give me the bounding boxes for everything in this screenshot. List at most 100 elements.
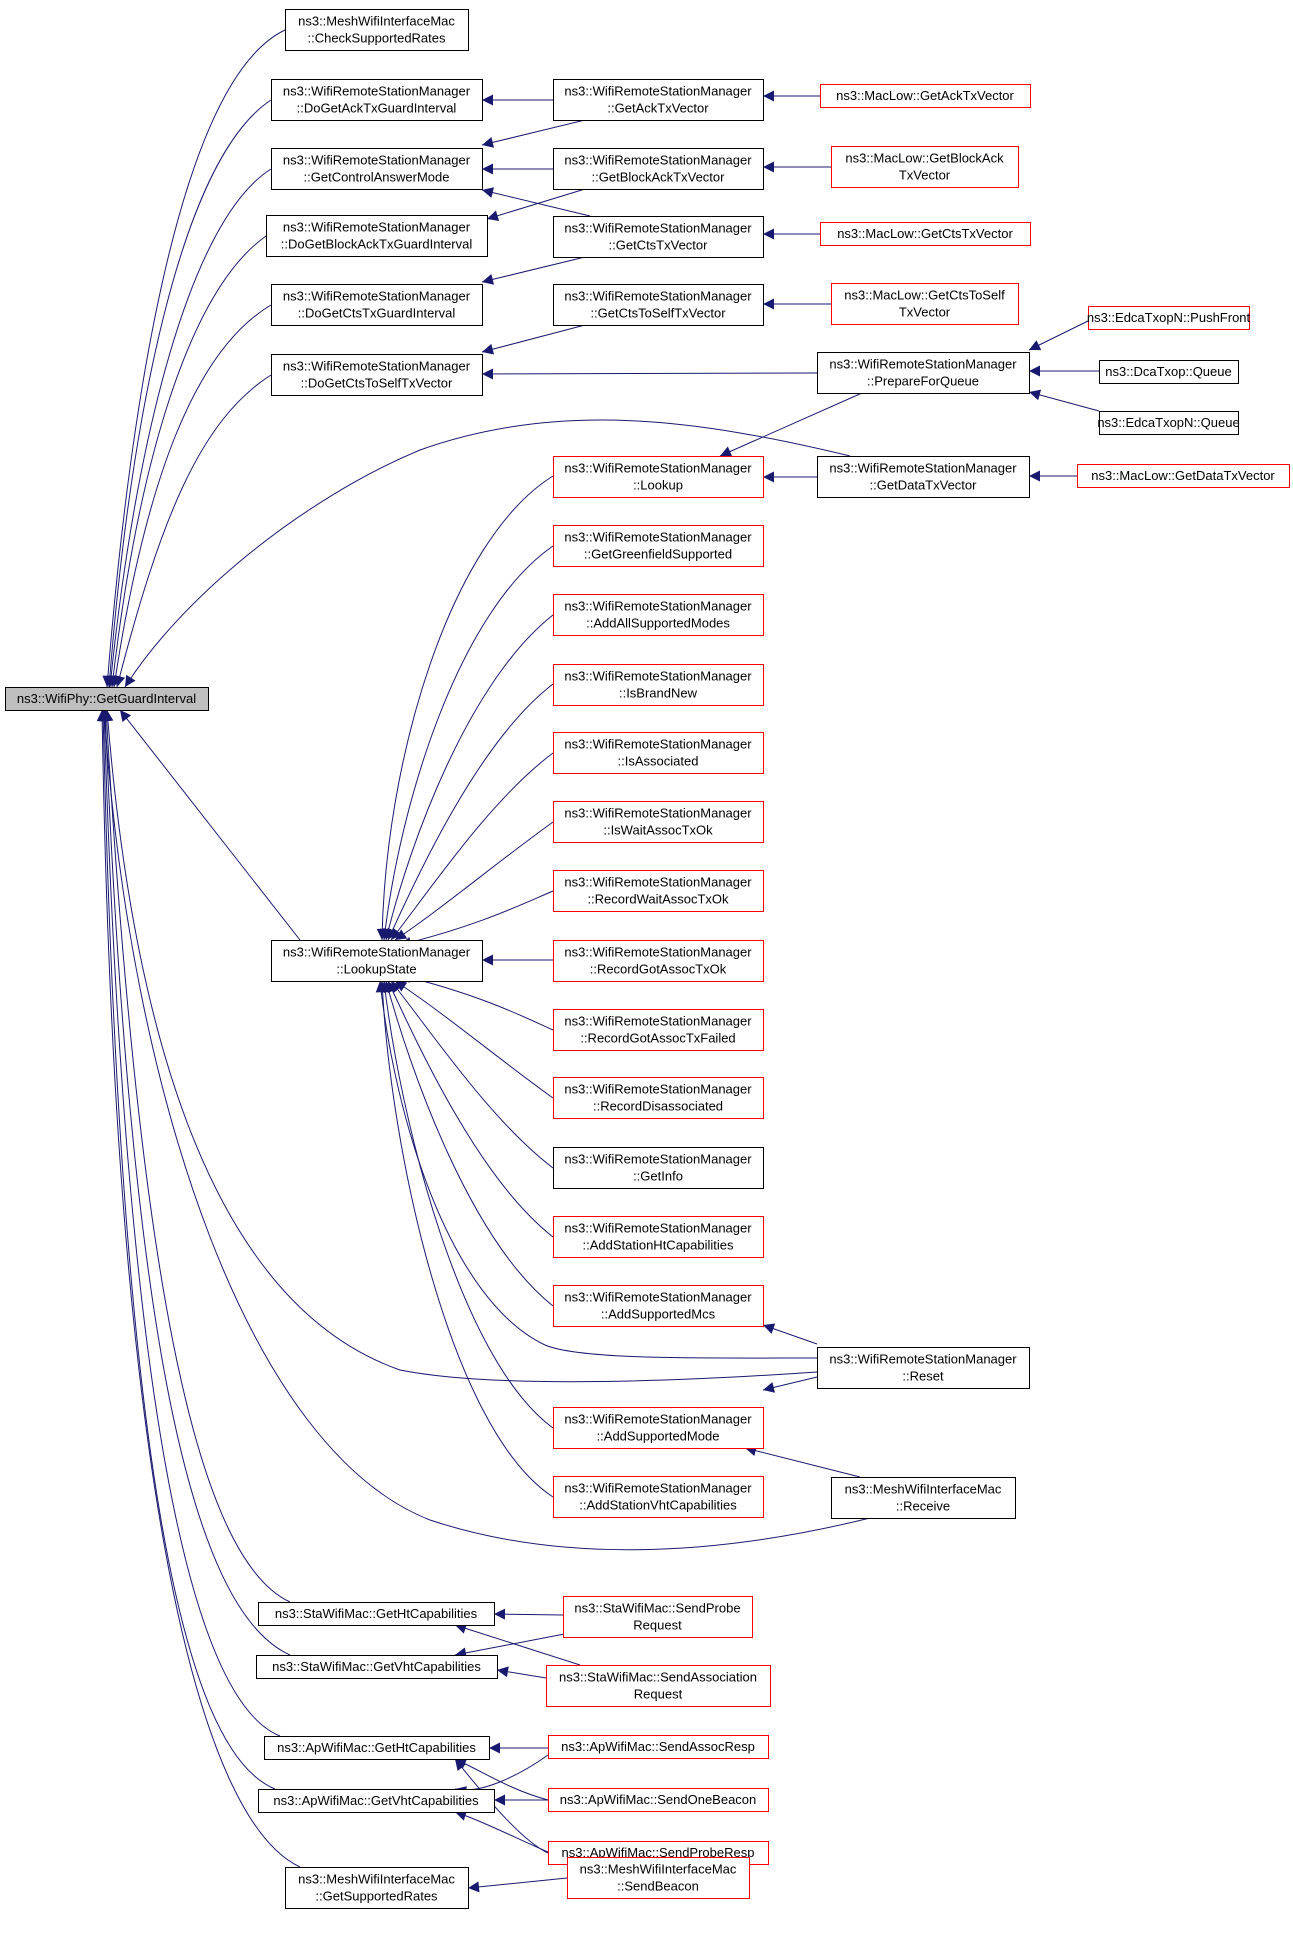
graph-node[interactable]: ns3::WifiRemoteStationManager::GetCtsToS… [553,284,764,326]
graph-node[interactable]: ns3::MacLow::GetCtsToSelfTxVector [831,283,1019,325]
node-label-line: ::GetInfo [633,1169,683,1184]
edge-n32-to-n9 [454,1630,581,1659]
node-label-line: ::RecordDisassociated [593,1099,723,1114]
graph-node[interactable]: ns3::WifiRemoteStationManager::GetGreenf… [553,525,764,567]
graph-node[interactable]: ns3::MeshWifiInterfaceMac::GetSupportedR… [285,1867,469,1909]
graph-node[interactable]: ns3::WifiRemoteStationManager::RecordGot… [553,940,764,982]
graph-node[interactable]: ns3::WifiRemoteStationManager::Reset [817,1347,1030,1389]
graph-node[interactable]: ns3::WifiRemoteStationManager::RecordWai… [553,870,764,912]
graph-node[interactable]: ns3::WifiRemoteStationManager::PrepareFo… [817,352,1030,394]
graph-node[interactable]: ns3::ApWifiMac::GetHtCapabilities [264,1736,490,1760]
node-box [831,1477,1016,1519]
graph-node[interactable]: ns3::WifiRemoteStationManager::GetDataTx… [817,456,1030,498]
graph-node[interactable]: ns3::WifiRemoteStationManager::DoGetAckT… [271,79,483,121]
node-label-line: ns3::WifiRemoteStationManager [564,1014,752,1029]
graph-node[interactable]: ns3::StaWifiMac::GetVhtCapabilities [256,1655,498,1679]
node-box [1099,411,1239,435]
graph-node[interactable]: ns3::WifiRemoteStationManager::IsBrandNe… [553,664,764,706]
node-label-line: ::SendBeacon [617,1879,699,1894]
graph-node[interactable]: ns3::StaWifiMac::GetHtCapabilities [258,1602,495,1626]
edge-n29-to-n7 [383,980,554,1307]
node-box [817,1347,1030,1389]
graph-node[interactable]: ns3::WifiRemoteStationManager::DoGetCtsT… [271,284,483,326]
graph-node[interactable]: ns3::WifiRemoteStationManager::RecordGot… [553,1009,764,1051]
nodes-layer: ns3::WifiPhy::GetGuardIntervalns3::MeshW… [5,9,1290,1909]
graph-node[interactable]: ns3::MacLow::GetDataTxVector [1077,464,1290,488]
node-box [831,146,1019,188]
graph-node[interactable]: ns3::MacLow::GetCtsTxVector [820,222,1031,246]
node-box [1088,306,1250,330]
edge-n5-to-root [110,304,272,688]
node-label-line: ns3::WifiRemoteStationManager [564,84,752,99]
graph-node[interactable]: ns3::MeshWifiInterfaceMac::SendBeacon [567,1857,750,1899]
node-label-line: ::PrepareForQueue [867,374,979,389]
node-label-line: ::DoGetAckTxGuardInterval [297,101,457,116]
graph-node[interactable]: ns3::ApWifiMac::GetVhtCapabilities [258,1789,495,1813]
graph-node[interactable]: ns3::WifiRemoteStationManager::AddSuppor… [553,1407,764,1449]
graph-node[interactable]: ns3::WifiRemoteStationManager::GetCtsTxV… [553,216,764,258]
node-label-line: ::AddStationVhtCapabilities [579,1498,737,1513]
node-label-line: ns3::MacLow::GetAckTxVector [836,88,1014,103]
graph-node[interactable]: ns3::MacLow::GetBlockAckTxVector [831,146,1019,188]
graph-node[interactable]: ns3::WifiRemoteStationManager::Lookup [553,456,764,498]
graph-node[interactable]: ns3::WifiRemoteStationManager::IsAssocia… [553,732,764,774]
node-label-line: ns3::WifiRemoteStationManager [829,357,1017,372]
graph-node[interactable]: ns3::WifiRemoteStationManager::GetBlockA… [553,148,764,190]
graph-node[interactable]: ns3::EdcaTxopN::Queue [1097,411,1240,435]
graph-node[interactable]: ns3::WifiRemoteStationManager::GetAckTxV… [553,79,764,121]
node-box [553,1009,764,1051]
node-box [553,284,764,326]
edge-n7-to-root [119,709,301,941]
node-box [563,1596,753,1638]
edge-n42-to-n17 [719,392,863,457]
edge-n36-to-n11 [454,1810,549,1853]
node-box [266,215,488,257]
edge-n26-to-n7 [394,980,554,1099]
edge-n44-to-n29 [762,1323,818,1345]
node-label-line: ns3::WifiRemoteStationManager [283,84,471,99]
node-box [258,1602,495,1626]
graph-node[interactable]: ns3::WifiRemoteStationManager::AddStatio… [553,1216,764,1258]
graph-node[interactable]: ns3::EdcaTxopN::PushFront [1087,306,1251,330]
node-label-line: ns3::WifiRemoteStationManager [564,1152,752,1167]
node-box [553,870,764,912]
graph-node[interactable]: ns3::WifiRemoteStationManager::AddStatio… [553,1476,764,1518]
node-label-line: ns3::ApWifiMac::SendAssocResp [561,1739,755,1754]
graph-node[interactable]: ns3::WifiRemoteStationManager::DoGetCtsT… [271,354,483,396]
node-label-line: ns3::StaWifiMac::GetHtCapabilities [275,1606,478,1621]
graph-node[interactable]: ns3::WifiRemoteStationManager::AddSuppor… [553,1285,764,1327]
graph-node[interactable]: ns3::DcaTxop::Queue [1099,360,1239,384]
node-box [553,1077,764,1119]
graph-node[interactable]: ns3::WifiRemoteStationManager::RecordDis… [553,1077,764,1119]
graph-node[interactable]: ns3::ApWifiMac::SendOneBeacon [548,1788,769,1812]
graph-node[interactable]: ns3::ApWifiMac::SendAssocResp [548,1735,769,1759]
edge-n19-to-n7 [383,614,554,941]
graph-node[interactable]: ns3::WifiRemoteStationManager::IsWaitAss… [553,801,764,843]
graph-node[interactable]: ns3::MeshWifiInterfaceMac::Receive [831,1477,1016,1519]
graph-node[interactable]: ns3::WifiRemoteStationManager::DoGetBloc… [266,215,488,257]
edge-n34-to-n11 [454,1754,549,1797]
edge-n25-to-n7 [399,972,554,1031]
node-box [1099,360,1239,384]
node-label-line: ns3::WifiRemoteStationManager [564,806,752,821]
edge-n15-to-n5 [481,256,586,285]
node-label-line: ns3::WifiRemoteStationManager [564,875,752,890]
edge-n12-to-root [96,709,301,1868]
graph-node[interactable]: ns3::WifiRemoteStationManager::GetContro… [271,148,483,190]
node-box [567,1857,750,1899]
node-box [553,456,764,498]
graph-node[interactable]: ns3::MeshWifiInterfaceMac::CheckSupporte… [285,9,469,51]
node-label-line: ns3::MacLow::GetBlockAck [845,151,1004,166]
node-label-line: ns3::WifiRemoteStationManager [283,289,471,304]
graph-node[interactable]: ns3::WifiRemoteStationManager::AddAllSup… [553,594,764,636]
edge-n8-to-root [101,709,291,1603]
graph-node[interactable]: ns3::WifiRemoteStationManager::GetInfo [553,1147,764,1189]
graph-node[interactable]: ns3::WifiRemoteStationManager::LookupSta… [271,940,483,982]
node-label-line: ns3::StaWifiMac::SendAssociation [559,1670,757,1685]
graph-node[interactable]: ns3::MacLow::GetAckTxVector [820,84,1031,108]
node-label-line: ns3::WifiRemoteStationManager [564,599,752,614]
node-label-line: ns3::EdcaTxopN::PushFront [1087,310,1251,325]
